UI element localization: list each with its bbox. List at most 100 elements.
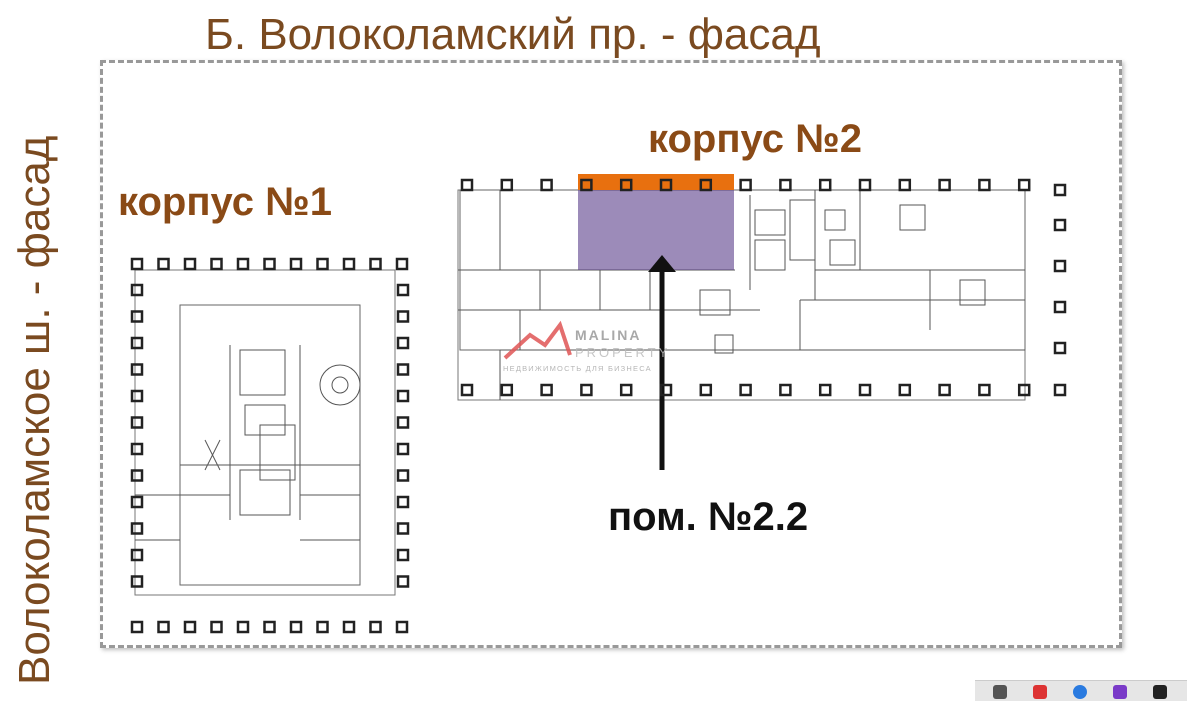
column-marker [396, 548, 410, 562]
column-marker [619, 383, 633, 397]
column-marker [699, 178, 713, 192]
column-marker [898, 383, 912, 397]
column-marker [130, 442, 144, 456]
column-marker [236, 620, 250, 634]
unit-label: пом. №2.2 [608, 495, 809, 539]
column-marker [369, 257, 382, 271]
column-marker [130, 548, 144, 562]
column-marker [739, 178, 752, 192]
column-marker [395, 257, 409, 271]
column-marker [396, 336, 410, 350]
column-marker [396, 283, 410, 297]
column-marker [580, 383, 593, 397]
column-marker [183, 257, 197, 271]
column-marker [395, 620, 409, 634]
column-marker [818, 178, 832, 192]
column-marker [183, 620, 197, 634]
column-marker [289, 257, 303, 271]
column-marker [236, 257, 250, 271]
column-marker [396, 575, 410, 588]
column-marker [210, 620, 223, 634]
column-marker [316, 620, 329, 634]
column-marker [396, 495, 410, 509]
column-marker [1053, 300, 1067, 314]
column-marker [460, 383, 474, 397]
column-marker [540, 383, 553, 397]
column-marker [858, 178, 872, 192]
column-marker [130, 389, 144, 403]
building-1-label: корпус №1 [118, 180, 332, 224]
building-2-plan [457, 189, 1026, 401]
top-facade-label: Б. Волоколамский пр. - фасад [205, 10, 821, 59]
column-marker [369, 620, 382, 634]
column-marker [210, 257, 223, 271]
pointer-arrow-head [648, 255, 676, 272]
column-marker [130, 283, 144, 297]
column-marker [396, 310, 410, 323]
column-marker [130, 310, 144, 323]
column-marker [938, 383, 951, 397]
column-marker [130, 416, 144, 429]
column-marker [898, 178, 912, 192]
column-marker [858, 383, 872, 397]
column-marker [619, 178, 633, 192]
column-marker [130, 336, 144, 350]
column-marker [130, 363, 144, 376]
column-marker [1017, 178, 1031, 192]
column-marker [500, 178, 514, 192]
column-marker [396, 416, 410, 429]
column-marker [157, 620, 170, 634]
system-tray [975, 680, 1187, 701]
column-marker [396, 522, 410, 535]
column-marker [978, 383, 991, 397]
facade-frontage-bar [578, 174, 734, 190]
terminal-icon[interactable] [1153, 685, 1167, 699]
unit-2-2-highlight [578, 190, 734, 270]
column-marker [460, 178, 474, 192]
column-marker [396, 363, 410, 376]
column-marker [779, 383, 792, 397]
app-icon[interactable] [993, 685, 1007, 699]
column-marker [1053, 259, 1067, 273]
watermark-brand-1: MALINA [575, 327, 641, 343]
column-marker [1053, 218, 1067, 232]
column-marker [1053, 183, 1067, 197]
column-marker [540, 178, 553, 192]
column-marker [396, 469, 410, 482]
column-marker [263, 620, 276, 634]
watermark-brand-2: PROPERTY [575, 345, 670, 360]
column-marker [500, 383, 514, 397]
column-marker [938, 178, 951, 192]
column-marker [659, 178, 673, 192]
site-boundary [100, 60, 1122, 648]
column-marker [289, 620, 303, 634]
pdf-icon[interactable] [1033, 685, 1047, 699]
column-marker [342, 257, 356, 271]
column-marker [396, 389, 410, 403]
watermark-tagline: НЕДВИЖИМОСТЬ ДЛЯ БИЗНЕСА [503, 364, 652, 373]
column-marker [580, 178, 593, 192]
column-marker [157, 257, 170, 271]
column-marker [342, 620, 356, 634]
column-marker [130, 495, 144, 509]
column-marker [130, 257, 144, 271]
column-marker [130, 575, 144, 588]
column-grid [130, 178, 1067, 634]
building-2-label: корпус №2 [648, 117, 862, 161]
column-marker [396, 442, 410, 456]
column-marker [978, 178, 991, 192]
column-marker [1017, 383, 1031, 397]
column-marker [1053, 383, 1067, 397]
column-marker [130, 620, 144, 634]
column-marker [1053, 341, 1067, 355]
watermark-logo: MALINA PROPERTY НЕДВИЖИМОСТЬ ДЛЯ БИЗНЕСА [503, 320, 670, 373]
column-marker [659, 383, 673, 397]
column-marker [779, 178, 792, 192]
column-marker [316, 257, 329, 271]
column-marker [818, 383, 832, 397]
chrome-icon[interactable] [1073, 685, 1087, 699]
shield-icon[interactable] [1113, 685, 1127, 699]
building-1-plan [134, 269, 396, 596]
column-marker [130, 469, 144, 482]
